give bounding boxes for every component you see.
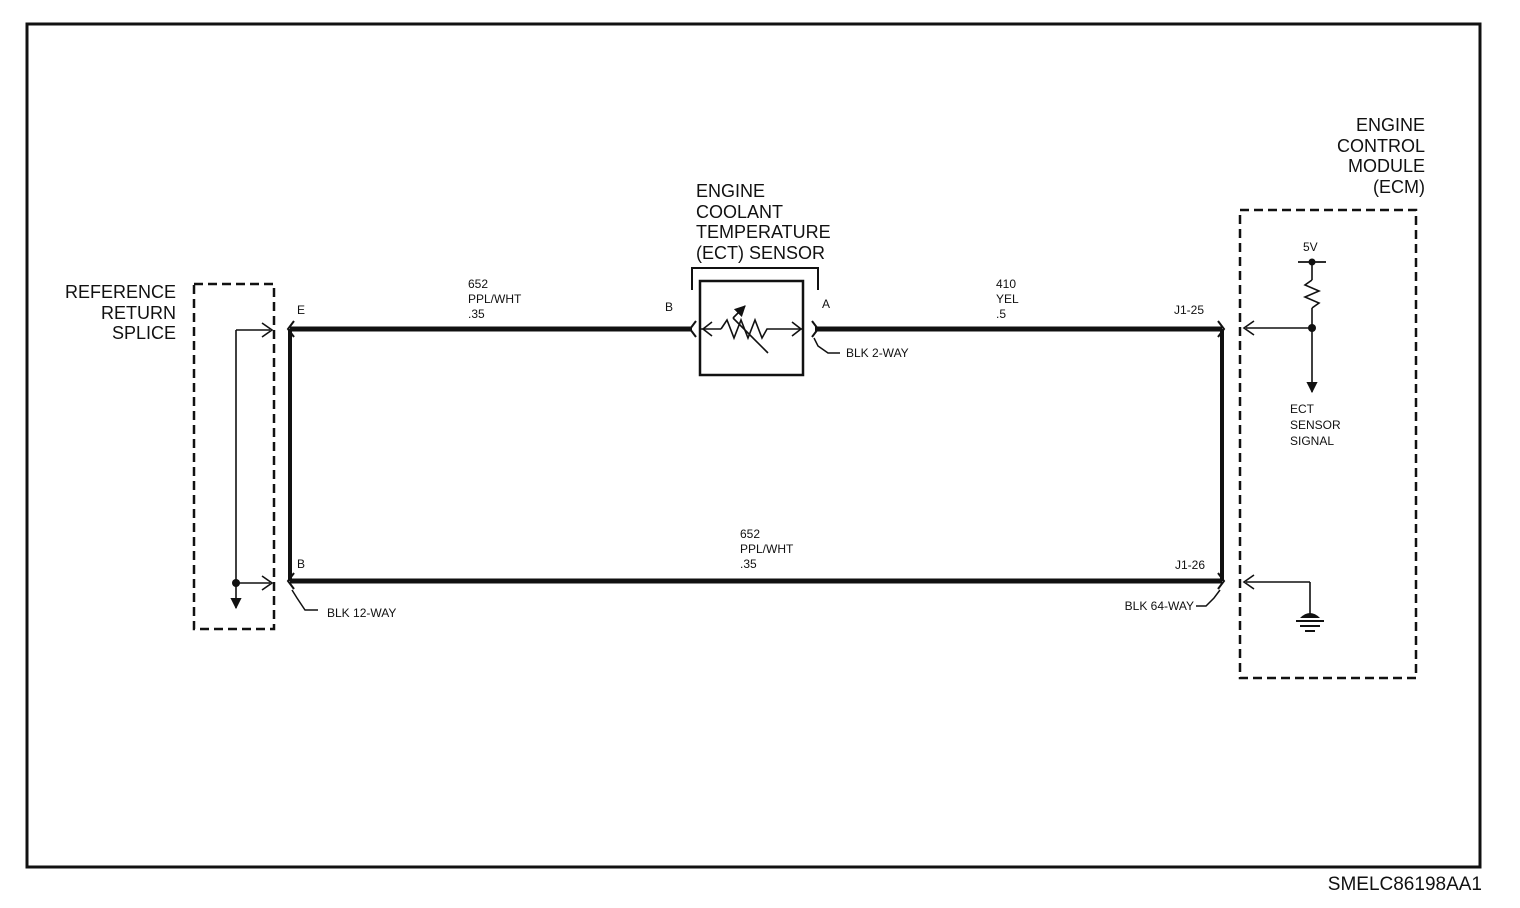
- ecm-box: [1238, 208, 1418, 680]
- ecm-5v-label: 5V: [1303, 240, 1318, 254]
- connector-splice-label: BLK 12-WAY: [327, 606, 397, 620]
- connector-ecm-label: BLK 64-WAY: [1124, 599, 1194, 613]
- pin-splice-b: B: [297, 557, 306, 571]
- wire-410-circuit: 410: [996, 277, 1017, 291]
- splice-connector-pins: [286, 320, 318, 611]
- wire-652-bottom-circuit: 652: [740, 527, 761, 541]
- ect-sensor-signal-label: ECT SENSOR SIGNAL: [1290, 402, 1341, 448]
- ect-sensor-label: ENGINE COOLANT TEMPERATURE (ECT) SENSOR: [696, 181, 831, 263]
- ect-sensor: [688, 267, 840, 377]
- wire-410-size: .5: [996, 307, 1007, 321]
- wire-652-bottom-size: .35: [740, 557, 757, 571]
- wire-652-top-label: 652 PPL/WHT .35: [468, 277, 521, 322]
- wire-410-label: 410 YEL .5: [996, 277, 1019, 322]
- thermistor-symbol: [720, 317, 782, 341]
- wire-652-bottom-label: 652 PPL/WHT .35: [740, 527, 793, 572]
- ecm-label: ENGINE CONTROL MODULE (ECM): [1336, 115, 1425, 197]
- figure-code: SMELC86198AA1: [1327, 874, 1482, 895]
- wire-410-color: YEL: [996, 292, 1019, 306]
- pin-sensor-b: B: [665, 300, 674, 314]
- wire-652-top-circuit: 652: [468, 277, 489, 291]
- wire-652-bottom-color: PPL/WHT: [740, 542, 794, 556]
- pin-sensor-a: A: [822, 297, 831, 311]
- ecm-connector-pins: [1196, 320, 1226, 607]
- connector-sensor-label: BLK 2-WAY: [846, 346, 909, 360]
- pin-ecm-j1-25: J1-25: [1173, 303, 1204, 317]
- reference-return-splice-box: [192, 282, 276, 631]
- pin-splice-e: E: [297, 303, 306, 317]
- diagram-frame: [25, 22, 1482, 869]
- wire-652-top-color: PPL/WHT: [468, 292, 522, 306]
- reference-return-splice-label: REFERENCE RETURN SPLICE: [64, 282, 176, 343]
- wire-652-top-size: .35: [468, 307, 485, 321]
- pullup-resistor-symbol: [1302, 279, 1322, 309]
- harness-wires: [288, 326, 1224, 584]
- ground-symbol: [1296, 613, 1324, 632]
- pin-ecm-j1-26: J1-26: [1174, 558, 1205, 572]
